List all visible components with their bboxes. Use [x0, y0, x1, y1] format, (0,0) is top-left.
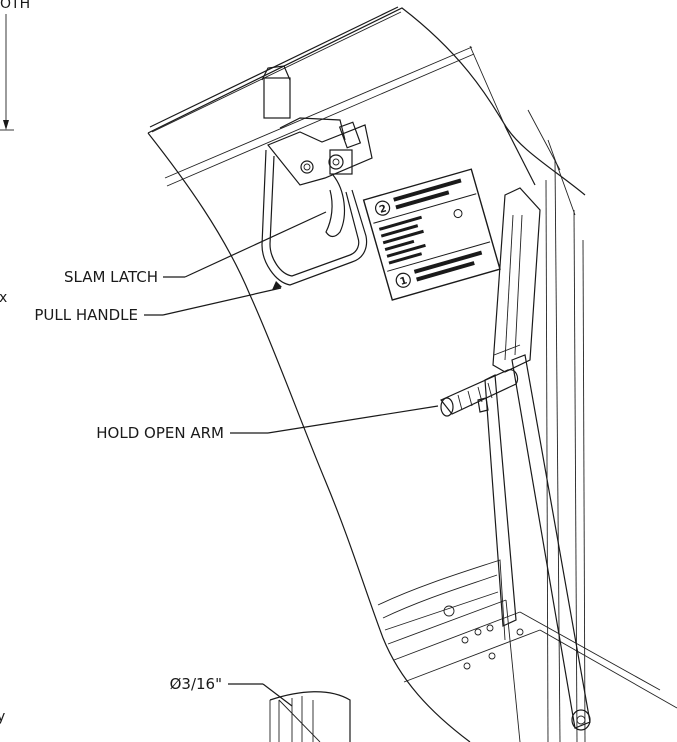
base-frame [377, 559, 677, 742]
hold-open-arm-label: HOLD OPEN ARM [96, 424, 224, 442]
callout-leaders [144, 211, 439, 707]
lid-side-frame [504, 109, 586, 742]
pull-handle [261, 149, 368, 286]
hold-open-arm [440, 354, 591, 731]
bottom-detail [269, 691, 351, 742]
hold-open-bracket [492, 187, 541, 373]
placard-step-2: 2 [378, 203, 388, 216]
instruction-placard: 2 1 [362, 168, 501, 301]
placard-step-1: 1 [399, 275, 409, 288]
slam-latch-label: SLAM LATCH [64, 268, 158, 286]
diameter-label: Ø3/16" [170, 675, 222, 693]
partial-label-x: x [0, 290, 7, 306]
detail-boundary [147, 7, 586, 742]
partial-label-y: y [0, 709, 5, 725]
slam-latch [261, 65, 373, 238]
pull-handle-label: PULL HANDLE [34, 306, 138, 324]
dimension-arrow [0, 14, 14, 131]
partial-label-top: OTH [0, 0, 30, 12]
lid-top-rail [149, 6, 506, 187]
